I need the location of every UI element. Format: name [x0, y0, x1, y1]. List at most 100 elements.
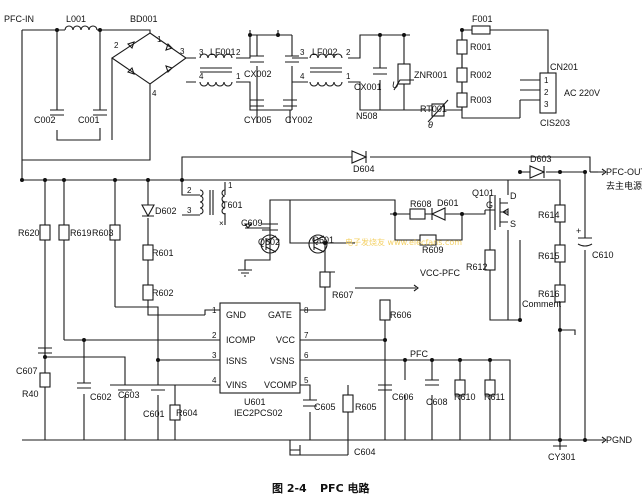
ic-pin-vcc: VCC — [276, 335, 296, 345]
ic-u601 — [219, 302, 301, 394]
label-r614: R614 — [538, 210, 560, 220]
capacitor-c607 — [38, 347, 52, 354]
varistor-znr001 — [393, 63, 414, 91]
label-r603: R603 — [92, 228, 114, 238]
ic-pin-1: 1 — [212, 306, 217, 315]
label-cy301: CY301 — [548, 452, 576, 462]
resistor-r604 — [169, 404, 181, 421]
label-c002: C002 — [34, 115, 56, 125]
bridge-rectifier-bd001 — [111, 32, 187, 85]
ic-pin-gate: GATE — [268, 310, 292, 320]
resistor-r40 — [39, 372, 51, 388]
capacitor-c002 — [50, 109, 64, 116]
inductor-l001 — [64, 25, 98, 31]
resistor-r609 — [419, 234, 437, 246]
label-lf002: LF002 — [312, 47, 338, 57]
label-cn201-pin2: 2 — [544, 88, 549, 97]
label-bd-pin3: 3 — [180, 47, 185, 56]
label-c605: C605 — [314, 402, 336, 412]
capacitor-c001 — [93, 109, 107, 116]
resistor-r606 — [379, 299, 391, 321]
label-c607: C607 — [16, 366, 38, 376]
ic-pin-isns: ISNS — [226, 356, 247, 366]
label-t601: T601 — [222, 200, 243, 210]
label-cis203: CIS203 — [540, 118, 570, 128]
ic-pin-vins: VINS — [226, 380, 247, 390]
label-cn201-pin3: 3 — [544, 100, 549, 109]
ic-pin-gnd: GND — [226, 310, 247, 320]
label-pfc-out-cn: 去主电源 — [606, 180, 642, 191]
label-lf002-pin2: 2 — [346, 48, 351, 57]
resistor-r001 — [456, 39, 468, 55]
transistor-q602 — [260, 234, 280, 254]
ic-pin-6: 6 — [304, 351, 309, 360]
label-cy002: CY002 — [285, 115, 313, 125]
label-r002: R002 — [470, 70, 492, 80]
label-t601-pin2: 2 — [187, 186, 192, 195]
capacitor-c606 — [378, 384, 392, 391]
ic-pin-vsns: VSNS — [270, 356, 295, 366]
resistor-r610 — [454, 379, 466, 396]
ic-pin-3: 3 — [212, 351, 217, 360]
label-u601: U601 — [244, 397, 266, 407]
label-d602: D602 — [155, 206, 177, 216]
diode-d604 — [351, 150, 368, 164]
capacitor-cx-mid — [285, 55, 299, 63]
label-r620: R620 — [18, 228, 40, 238]
label-bd-pin1: 2 — [114, 41, 119, 50]
label-t601-pin3: 3 — [187, 206, 192, 215]
common-mode-choke-lf002 — [309, 53, 343, 87]
resistor-r002 — [456, 67, 468, 83]
label-iec2pcs02: IEC2PCS02 — [234, 408, 283, 418]
label-r604: R604 — [176, 408, 198, 418]
label-r606: R606 — [390, 310, 412, 320]
label-l001: L001 — [66, 14, 86, 24]
ic-pin-2: 2 — [212, 331, 217, 340]
ic-pin-5: 5 — [304, 376, 309, 385]
diode-d601 — [430, 207, 446, 221]
label-rt001: RT001 — [420, 104, 447, 114]
label-lf001: LF001 — [210, 47, 236, 57]
label-q601: Q601 — [312, 235, 334, 245]
label-cy005: CY005 — [244, 115, 272, 125]
label-c609: C609 — [241, 218, 263, 228]
label-pfc-out: PFC-OUT — [606, 167, 642, 177]
label-n508: N508 — [356, 111, 378, 121]
label-r612: R612 — [466, 262, 488, 272]
caption-figure: 图 2-4 — [272, 482, 307, 495]
junction-dots — [20, 28, 587, 442]
label-c610: C610 — [592, 250, 614, 260]
capacitor-c603 — [118, 384, 132, 391]
label-bd001: BD001 — [130, 14, 158, 24]
resistor-r003 — [456, 92, 468, 108]
capacitor-c608 — [425, 379, 439, 386]
label-q101-s: S — [510, 219, 516, 229]
resistor-r602 — [142, 284, 154, 301]
mosfet-q101 — [485, 195, 509, 230]
label-r001: R001 — [470, 42, 492, 52]
label-comment: Comment — [522, 299, 562, 309]
label-pgnd: PGND — [606, 435, 633, 445]
label-c606: C606 — [392, 392, 414, 402]
capacitor-c604 — [290, 445, 301, 455]
capacitor-c602 — [77, 382, 91, 389]
capacitor-cx001 — [373, 67, 387, 75]
label-r607: R607 — [332, 290, 354, 300]
label-lf001-pin2: 2 — [236, 48, 241, 57]
label-cx001: CX001 — [354, 82, 382, 92]
label-lf002-pin3: 3 — [300, 48, 305, 57]
label-lf001-pin3: 3 — [199, 48, 204, 57]
resistor-r601 — [142, 244, 154, 261]
resistor-r611 — [484, 379, 496, 396]
ic-pin-vcomp: VCOMP — [264, 380, 297, 390]
capacitor-c601 — [151, 384, 165, 391]
label-d604: D604 — [353, 164, 375, 174]
ic-pin-8: 8 — [304, 306, 309, 315]
label-lf002-pin4: 4 — [300, 72, 305, 81]
resistor-r608 — [409, 208, 426, 220]
label-r602: R602 — [152, 288, 174, 298]
label-u: U — [392, 80, 399, 90]
label-f001: F001 — [472, 14, 493, 24]
